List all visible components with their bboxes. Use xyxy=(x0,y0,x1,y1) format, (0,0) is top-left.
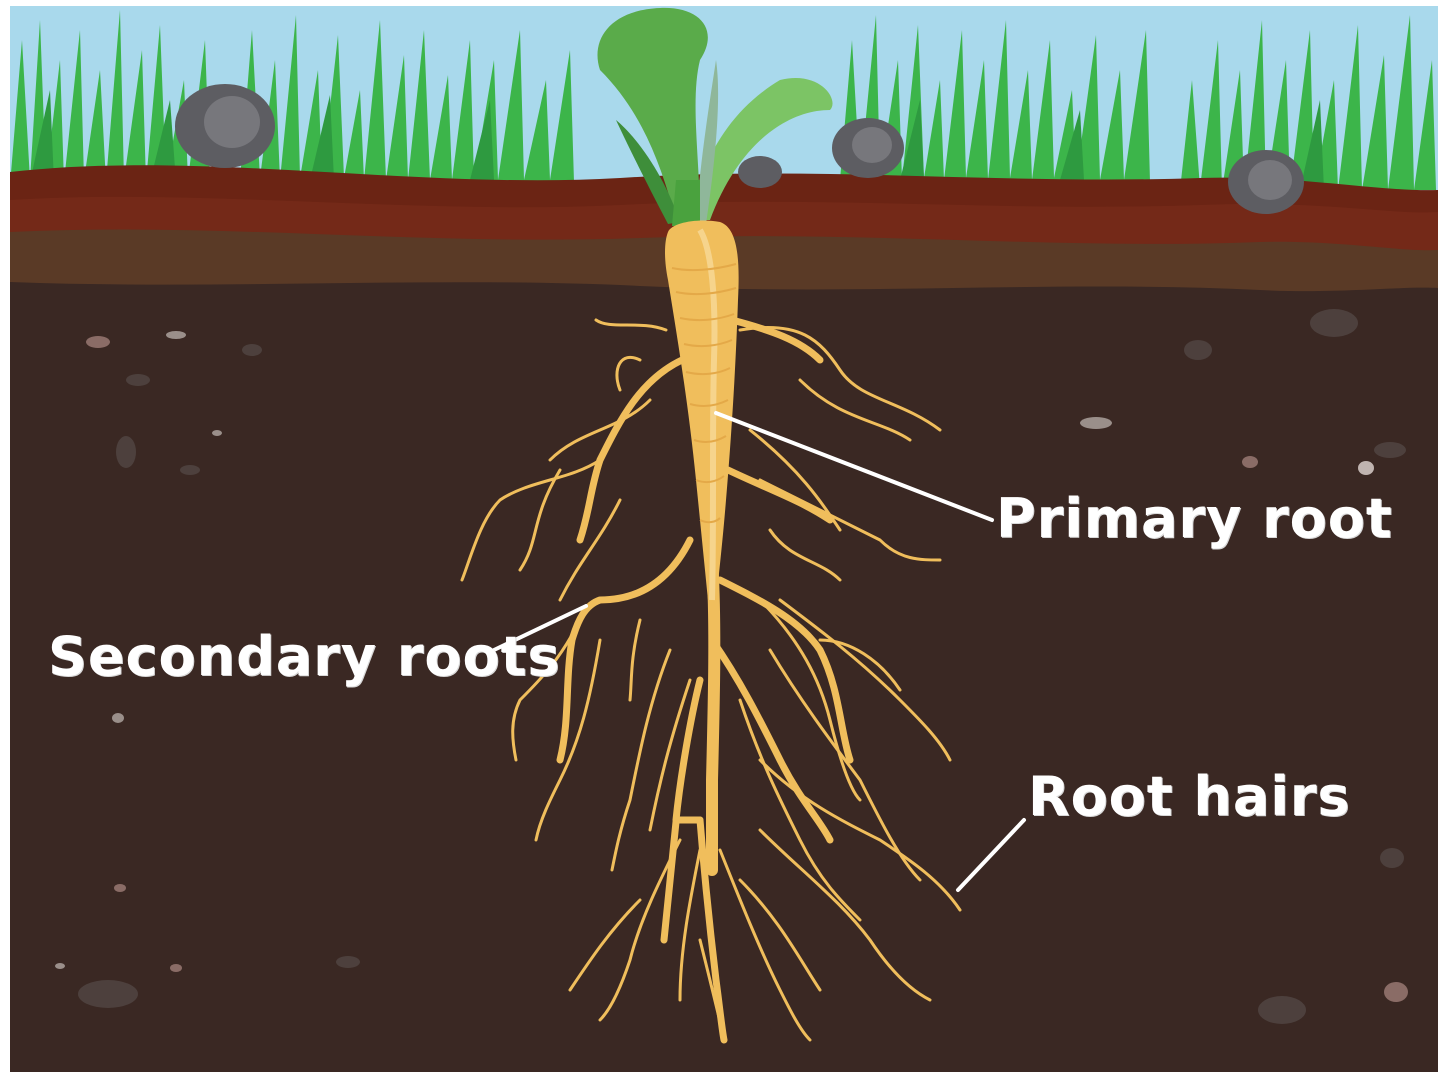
secondary-roots-label: Secondary roots xyxy=(48,630,561,684)
primary-root-label: Primary root xyxy=(996,492,1393,546)
root-hairs-label: Root hairs xyxy=(1028,770,1351,824)
